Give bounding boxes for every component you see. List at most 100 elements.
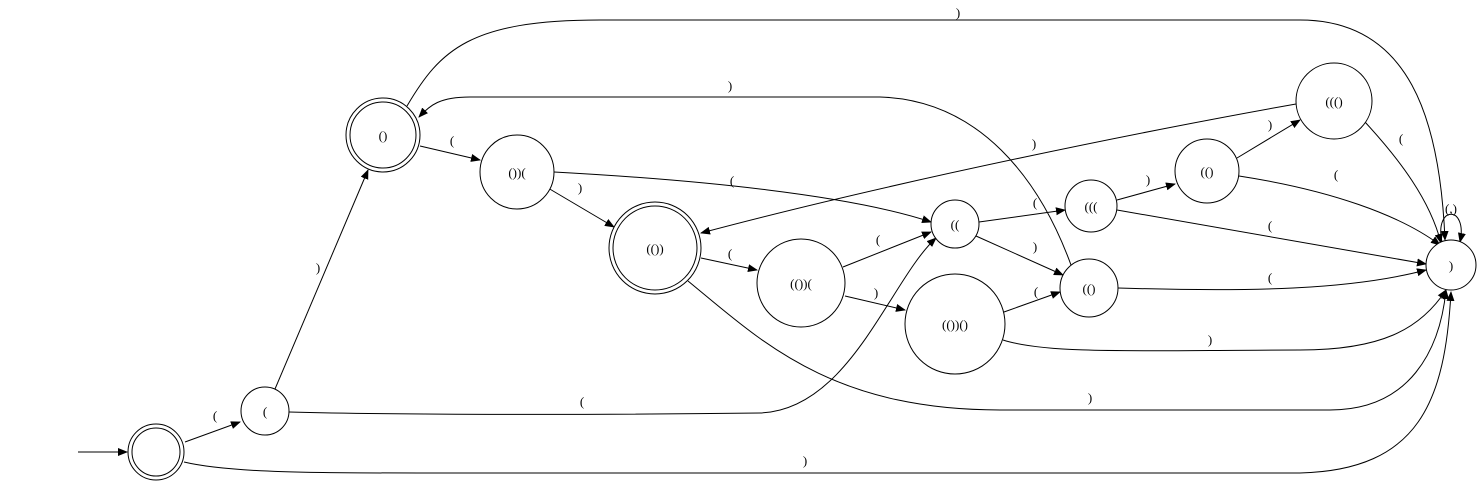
state-circle xyxy=(1425,239,1477,291)
edge-label: ( xyxy=(876,232,880,247)
edge-n1-to-n6: ( xyxy=(288,237,937,415)
edge-n7-to-sink: ) xyxy=(1002,289,1447,352)
state-circle xyxy=(1174,138,1240,204)
edge-n4-to-sink: ) xyxy=(687,280,1450,411)
edge-label: ( xyxy=(580,394,584,409)
state-node-n3: ())( xyxy=(479,134,555,210)
state-node-n11: (() xyxy=(1059,258,1119,318)
edge-label: ) xyxy=(1033,239,1037,254)
edge-n9-to-n10: ) xyxy=(1236,117,1301,159)
edge-line xyxy=(547,187,615,228)
edge-n6-to-n11: ) xyxy=(975,235,1064,276)
edge-line xyxy=(1117,268,1427,291)
state-label: ((( xyxy=(1085,199,1098,214)
edge-label: (,) xyxy=(1445,201,1457,216)
edge-line xyxy=(1236,119,1301,159)
edge-line xyxy=(184,421,241,443)
edge-n11-to-n2: ) xyxy=(418,78,1072,266)
state-node-n5: (())( xyxy=(756,238,846,328)
edge-label: ( xyxy=(730,173,734,188)
state-node-sink: ) xyxy=(1425,239,1477,291)
edge-n9-to-sink: ( xyxy=(1238,167,1441,246)
state-label: (( xyxy=(951,217,960,232)
edge-label: ( xyxy=(1268,218,1272,233)
state-circle xyxy=(240,386,290,436)
state-node-n9: (() xyxy=(1174,138,1240,204)
edge-label: ) xyxy=(728,78,732,93)
edge-label: ( xyxy=(450,133,454,148)
edge-n2-to-sink: ) xyxy=(406,5,1449,241)
edge-n8-to-n9: ) xyxy=(1116,172,1176,201)
edge-line xyxy=(406,19,1449,241)
edge-label: ) xyxy=(1268,117,1272,132)
state-node-n2: () xyxy=(345,97,421,173)
edge-line xyxy=(1440,213,1466,243)
edge-line xyxy=(700,103,1297,235)
edge-line xyxy=(1116,182,1176,201)
edge-n8-to-sink: ( xyxy=(1116,209,1427,267)
edge-line xyxy=(1238,175,1441,246)
edge-label: ( xyxy=(1268,270,1272,285)
edge-n7-to-n11: ( xyxy=(1003,284,1061,313)
edge-label: ( xyxy=(1034,284,1038,299)
accepting-state-ring xyxy=(349,101,417,169)
edge-line xyxy=(978,207,1066,223)
edge-label: ) xyxy=(803,453,807,468)
state-circle xyxy=(904,273,1006,375)
edge-n10-to-n4: ) xyxy=(700,103,1297,235)
state-label: () xyxy=(379,128,388,143)
state-node-n6: (( xyxy=(930,199,980,249)
state-label: ) xyxy=(1449,258,1453,273)
edge-n3-to-n4: ) xyxy=(547,180,615,228)
edge-line xyxy=(288,237,937,415)
state-node-n1: ( xyxy=(240,386,290,436)
state-node-n10: ((() xyxy=(1295,62,1373,140)
edge-line xyxy=(553,171,932,223)
edge-label: ) xyxy=(1208,332,1212,347)
edge-line xyxy=(842,231,932,268)
state-label: (())( xyxy=(790,276,812,291)
state-label: ((() xyxy=(1325,94,1342,109)
edge-line xyxy=(844,295,906,312)
edge-label: ) xyxy=(1032,136,1036,151)
edge-n2-to-n3: ( xyxy=(419,133,481,162)
edge-line xyxy=(183,291,1455,474)
state-label: (() xyxy=(1201,164,1214,179)
accepting-state-ring xyxy=(131,427,181,477)
edge-label: ) xyxy=(1088,390,1092,405)
edge-label: ) xyxy=(956,5,960,20)
edge-n10-to-sink: ( xyxy=(1364,121,1443,244)
edge-line xyxy=(975,235,1064,276)
edge-line xyxy=(687,280,1450,411)
state-label: (())() xyxy=(942,317,968,332)
edge-label: ( xyxy=(1033,195,1037,210)
edge-line xyxy=(1002,289,1447,352)
edge-label: ( xyxy=(728,246,732,261)
edge-label: ( xyxy=(1334,167,1338,182)
edge-n5-to-n6: ( xyxy=(842,231,932,268)
state-label: (()) xyxy=(646,241,663,256)
edge-line xyxy=(1364,121,1443,244)
edge-label: ( xyxy=(213,408,217,423)
edge-start-to-n1: ( xyxy=(184,408,241,443)
edge-start-to-sink: ) xyxy=(183,291,1455,474)
edge-n4-to-n5: ( xyxy=(700,246,758,273)
accepting-state-ring xyxy=(612,205,698,291)
state-label: ())( xyxy=(508,165,525,180)
edge-line xyxy=(419,145,481,162)
state-circle xyxy=(1064,179,1118,233)
state-circle xyxy=(756,238,846,328)
edge-n6-to-n8: ( xyxy=(978,195,1066,223)
edge-sink-to-sink: (,) xyxy=(1440,201,1466,243)
state-label: ( xyxy=(263,404,267,419)
state-label: (() xyxy=(1083,281,1096,296)
state-node-n8: ((( xyxy=(1064,179,1118,233)
state-circle xyxy=(1295,62,1373,140)
edge-label: ) xyxy=(316,260,320,275)
edge-line xyxy=(700,257,758,273)
state-node-n4: (()) xyxy=(608,201,702,295)
edge-line xyxy=(1116,209,1427,267)
edge-n5-to-n7: ) xyxy=(844,285,906,312)
edge-line xyxy=(1003,291,1061,313)
